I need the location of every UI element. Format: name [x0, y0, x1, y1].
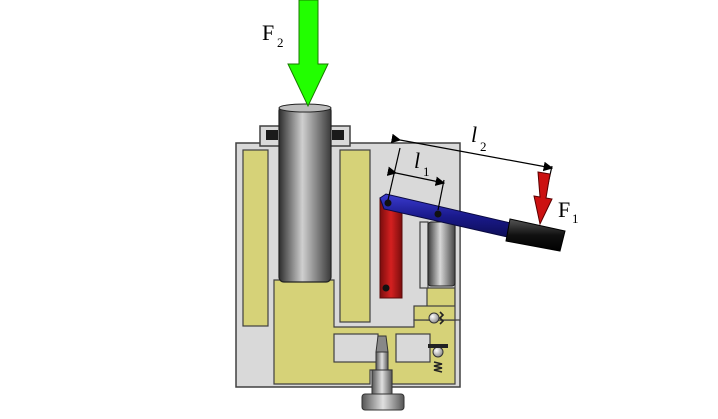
- label-l2-main: l: [471, 122, 477, 147]
- lever-piston-joint: [434, 210, 442, 218]
- small-piston: [427, 221, 456, 287]
- red-link: [379, 197, 403, 299]
- label-f1-main: F: [558, 197, 570, 222]
- label-l1: l 1: [414, 148, 430, 179]
- label-f2: F 2: [262, 20, 284, 50]
- label-f2-sub: 2: [277, 35, 284, 50]
- reservoir-right: [339, 149, 371, 323]
- label-f1: F 1: [558, 197, 579, 226]
- label-l1-sub: 1: [423, 164, 430, 179]
- internal-block-2: [395, 333, 431, 363]
- check-valve-spring-lower: [433, 361, 443, 373]
- dimension-l2: [390, 133, 554, 172]
- dimension-l1: [386, 166, 446, 186]
- small-cylinder-wall: [419, 221, 429, 289]
- label-f1-sub: 1: [572, 211, 579, 226]
- check-valve-spring-upper: [438, 311, 445, 325]
- force-arrow-side: [533, 171, 553, 226]
- hydraulic-fluid: [242, 149, 457, 385]
- label-l1-main: l: [414, 148, 420, 173]
- large-piston: [278, 103, 332, 283]
- internal-block-1: [333, 333, 379, 363]
- label-f2-main: F: [262, 20, 274, 45]
- lever-pivot: [384, 199, 392, 207]
- seal-left: [266, 130, 278, 140]
- release-valve: [361, 335, 405, 411]
- seal-right: [332, 130, 344, 140]
- force-arrow-top: [287, 0, 329, 108]
- pump-lever: [379, 193, 566, 252]
- valve-seat: [428, 344, 448, 348]
- check-valves: [428, 311, 448, 373]
- reservoir-left: [242, 149, 269, 327]
- small-cylinder-wall-right: [454, 221, 461, 321]
- check-valve-ball-lower: [432, 346, 444, 358]
- lever-handle: [505, 218, 566, 252]
- label-l2-sub: 2: [480, 139, 487, 154]
- label-l2: l 2: [471, 122, 487, 154]
- check-valve-ball-upper: [428, 312, 440, 324]
